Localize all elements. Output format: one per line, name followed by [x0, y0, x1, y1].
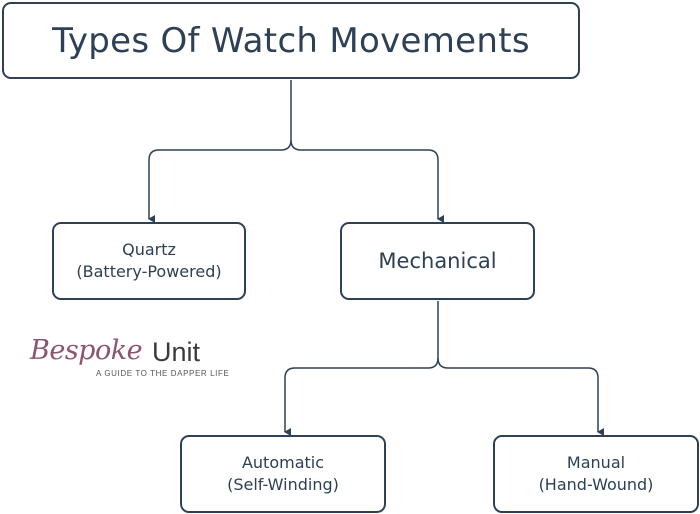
- bespoke-unit-logo: Bespoke Unit A GUIDE TO THE DAPPER LIFE: [30, 335, 230, 387]
- manual-label: Manual: [566, 453, 626, 472]
- logo-script-text: Bespoke: [30, 335, 143, 366]
- node-manual: Manual (Hand-Wound): [493, 435, 699, 513]
- node-automatic: Automatic (Self-Winding): [180, 435, 386, 513]
- logo-word-text: Unit: [152, 337, 201, 367]
- automatic-label: Automatic: [241, 453, 325, 472]
- quartz-label: Quartz: [122, 240, 176, 259]
- edge-title-to-mechanical: [290, 139, 444, 223]
- edge-mechanical-to-manual: [437, 357, 604, 436]
- title-text: Types Of Watch Movements: [52, 20, 530, 61]
- mechanical-label: Mechanical: [378, 249, 497, 273]
- quartz-sublabel: (Battery-Powered): [76, 262, 222, 281]
- node-mechanical: Mechanical: [340, 222, 535, 300]
- edge-mechanical-to-automatic: [284, 301, 439, 436]
- edge-title-to-quartz: [148, 80, 292, 223]
- node-quartz: Quartz (Battery-Powered): [52, 222, 246, 300]
- logo-tagline: A GUIDE TO THE DAPPER LIFE: [96, 369, 230, 378]
- automatic-sublabel: (Self-Winding): [227, 475, 339, 494]
- root-node-title: Types Of Watch Movements: [2, 2, 580, 79]
- manual-sublabel: (Hand-Wound): [538, 475, 654, 494]
